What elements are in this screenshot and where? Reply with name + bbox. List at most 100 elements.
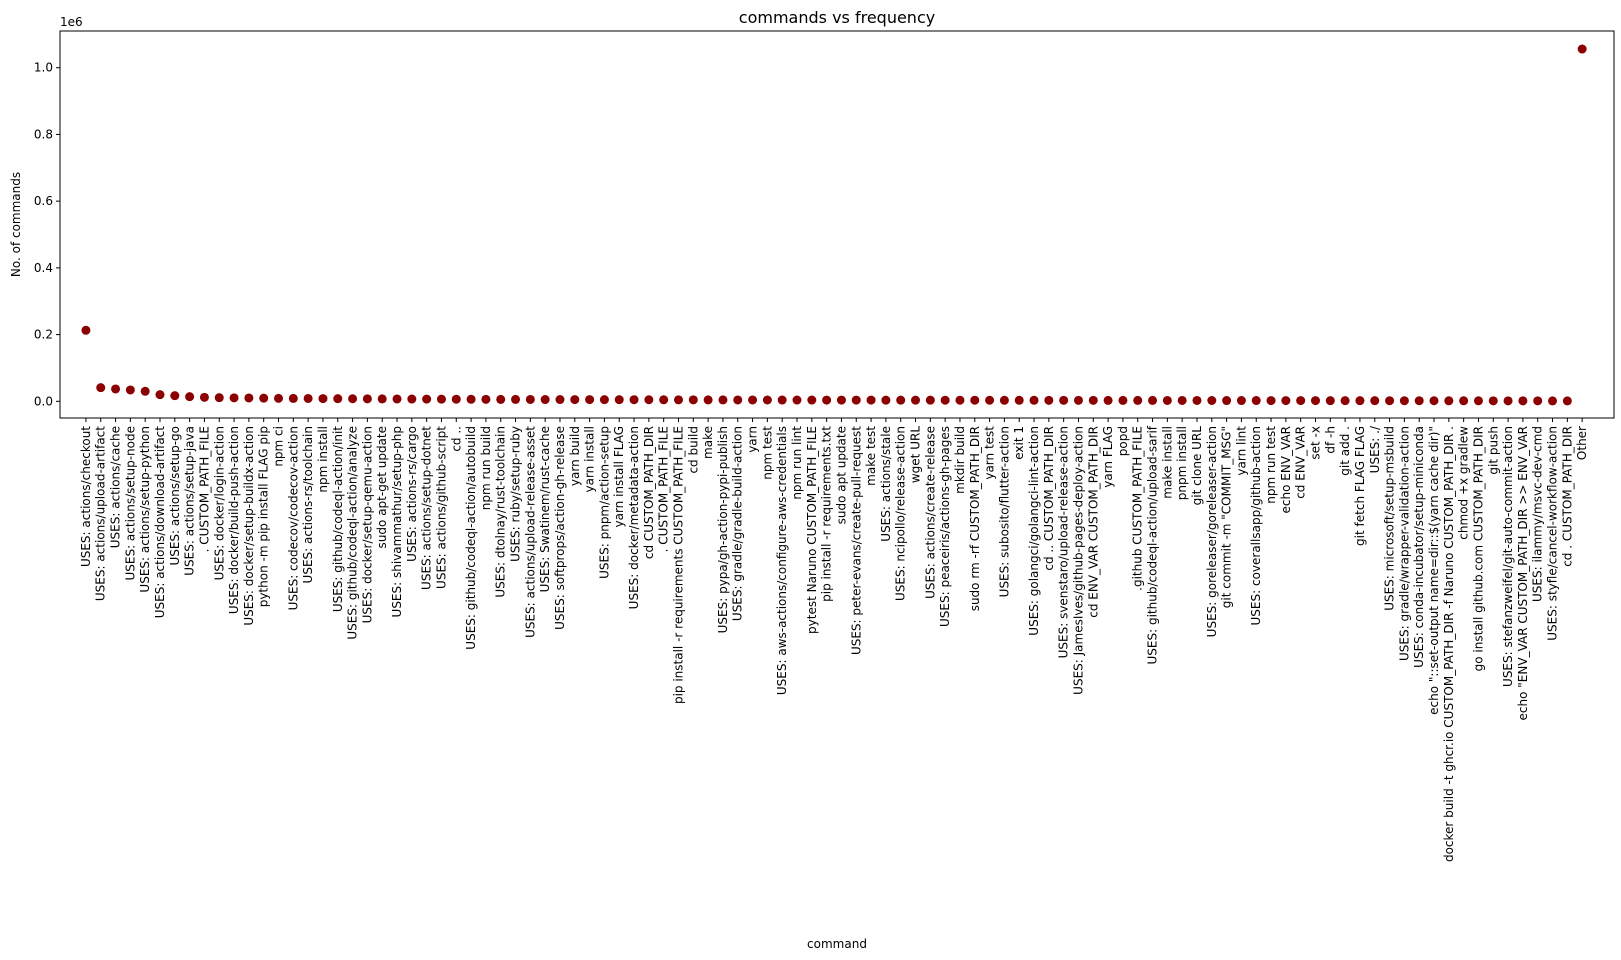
x-tick-label: USES: docker/metadata-action (627, 426, 641, 609)
x-tick-label: chmod +x gradlew (1457, 426, 1471, 540)
x-tick-label: make test (864, 426, 878, 486)
data-point (925, 395, 935, 405)
data-point (1503, 396, 1513, 406)
data-point (1192, 395, 1202, 405)
x-tick-label: cd .. CUSTOM_PATH_DIR (1042, 426, 1056, 571)
x-tick-label: USES: actions-rs/toolchain (301, 426, 315, 583)
data-point (1444, 396, 1454, 406)
data-point (1073, 395, 1083, 405)
x-tick-label: npm run build (479, 426, 493, 510)
x-tick-label: git fetch FLAG FLAG (1353, 426, 1367, 546)
data-point (214, 393, 224, 403)
data-point (140, 386, 150, 396)
data-point (1103, 395, 1113, 405)
x-tick-label: USES: golangci/golangci-lint-action (1027, 426, 1041, 636)
data-point (96, 383, 106, 393)
y-axis-ticks: 0.00.20.40.60.81.0 (34, 61, 60, 408)
x-tick-label: make (701, 426, 715, 459)
x-tick-label: .github CUSTOM_PATH_FILE (1131, 426, 1145, 591)
data-point (955, 395, 965, 405)
data-point (1044, 395, 1054, 405)
data-point (659, 395, 669, 405)
data-point (362, 394, 372, 404)
data-point (229, 393, 239, 403)
data-point (333, 394, 343, 404)
data-point (496, 394, 506, 404)
data-point (125, 385, 135, 395)
data-point (1370, 396, 1380, 406)
x-tick-label: cd ENV_VAR CUSTOM_PATH_DIR (1086, 426, 1100, 618)
data-point (836, 395, 846, 405)
data-point (288, 393, 298, 403)
data-point (259, 393, 269, 403)
data-point (525, 394, 535, 404)
data-point (1429, 396, 1439, 406)
x-tick-label: USES: gradle/wrapper-validation-action (1397, 426, 1411, 661)
x-tick-label: yarn build (568, 426, 582, 486)
data-point (1488, 396, 1498, 406)
x-tick-label: USES: aws-actions/configure-aws-credenti… (775, 426, 789, 695)
x-tick-label: wget URL (909, 426, 923, 483)
x-tick-label: pip install -r requirements CUSTOM_PATH_… (671, 426, 685, 704)
data-point (866, 395, 876, 405)
data-point (555, 395, 565, 405)
data-point (792, 395, 802, 405)
data-point (111, 384, 121, 394)
data-point (1236, 396, 1246, 406)
x-tick-label: sudo rm -rf CUSTOM_PATH_DIR (968, 426, 982, 611)
x-tick-label: sudo apt-get update (375, 426, 389, 548)
data-point (81, 325, 91, 335)
x-tick-label: make install (1160, 426, 1174, 499)
x-tick-label: USES: svenstaro/upload-release-action (1057, 426, 1071, 658)
x-tick-label: USES: actions/create-release (923, 426, 937, 599)
x-tick-label: USES: softprops/action-gh-release (553, 426, 567, 630)
x-tick-label: npm test (760, 426, 774, 480)
x-tick-label: USES: actions/download-artifact (153, 426, 167, 619)
data-point (1562, 396, 1572, 406)
x-tick-label: Other (1575, 426, 1589, 460)
data-point (481, 394, 491, 404)
x-tick-label: USES: peaceiris/actions-gh-pages (938, 426, 952, 627)
data-point (185, 392, 195, 402)
x-tick-label: USES: actions/cache (109, 426, 123, 548)
x-tick-label: cd build (686, 426, 700, 474)
x-tick-label: USES: actions/upload-release-asset (523, 426, 537, 638)
data-point (1414, 396, 1424, 406)
x-tick-label: docker build -t ghcr.io CUSTOM_PATH_DIR … (1442, 426, 1456, 862)
x-tick-label: yarn install (583, 426, 597, 493)
data-point (940, 395, 950, 405)
x-tick-label: USES: microsoft/setup-msbuild (1383, 426, 1397, 611)
data-point (348, 394, 358, 404)
x-tick-label: USES: actions/upload-artifact (94, 426, 108, 601)
x-tick-label: echo "::set-output name=dir::$(yarn cach… (1427, 426, 1441, 715)
data-point (244, 393, 254, 403)
x-tick-label: USES: actions/github-script (434, 426, 448, 589)
data-point (1222, 396, 1232, 406)
x-tick-label: USES: github/codeql-action/analyze (346, 426, 360, 640)
x-tick-label: USES: docker/setup-buildx-action (242, 426, 256, 626)
x-tick-label: USES: actions/setup-python (138, 426, 152, 593)
data-point (1518, 396, 1528, 406)
data-point (911, 395, 921, 405)
data-point (155, 390, 165, 400)
x-tick-label: USES: actions/checkout (79, 426, 93, 567)
x-tick-label: USES: gradle/gradle-build-action (731, 426, 745, 621)
data-point (673, 395, 683, 405)
data-point (1162, 395, 1172, 405)
data-point (1059, 395, 1069, 405)
x-tick-label: USES: subosito/flutter-action (997, 426, 1011, 597)
data-point (407, 394, 417, 404)
data-point (644, 395, 654, 405)
data-point (199, 392, 209, 402)
x-tick-label: df -h (1323, 426, 1337, 454)
x-tick-label: USES: JamesIves/github-pages-deploy-acti… (1071, 426, 1085, 695)
x-tick-label: USES: github/codeql-action/autobuild (464, 426, 478, 650)
data-point (1533, 396, 1543, 406)
data-point (999, 395, 1009, 405)
x-tick-label: USES: actions/setup-node (123, 426, 137, 581)
x-tick-label: USES: github/codeql-action/upload-sarif (1146, 425, 1160, 664)
data-point (422, 394, 432, 404)
x-tick-label: USES: shivammathur/setup-php (390, 426, 404, 617)
x-tick-label: yarn test (983, 426, 997, 480)
